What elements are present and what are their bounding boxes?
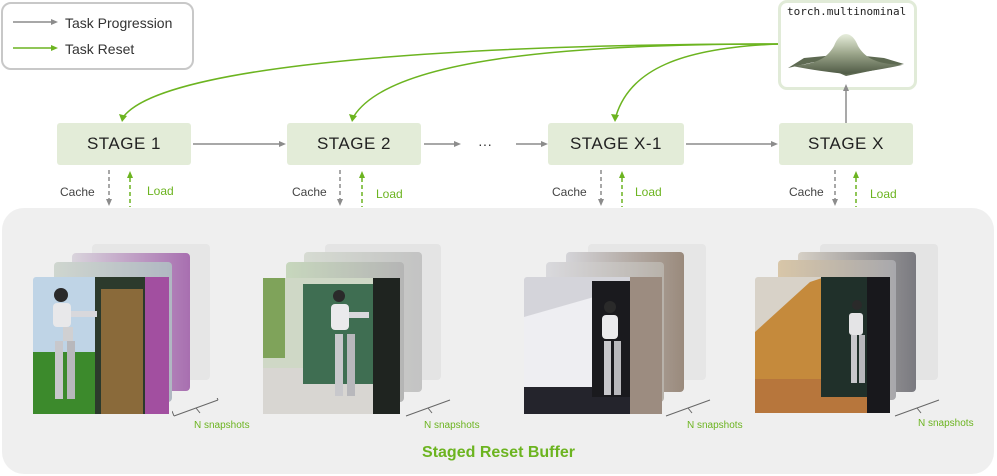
stage-2-node: STAGE 2 <box>287 123 421 165</box>
snapshot-bracket-1 <box>172 398 219 417</box>
stage-x-node: STAGE X <box>779 123 913 165</box>
cache-label-2: Cache <box>292 185 327 199</box>
robot-door-image-stage-2 <box>263 278 400 414</box>
buffer-title: Staged Reset Buffer <box>422 444 575 461</box>
load-label-4: Load <box>870 187 897 201</box>
legend-progression-label: Task Progression <box>65 15 173 31</box>
robot-door-image-stage-x <box>755 277 890 413</box>
robot-door-image-stage-1 <box>33 277 169 414</box>
stage-x-1-node: STAGE X-1 <box>548 123 684 165</box>
snapshot-bracket-4 <box>894 399 940 417</box>
legend-lines <box>13 19 58 51</box>
ellipsis: ··· <box>478 136 492 152</box>
snapshots-label-4: N snapshots <box>918 418 974 429</box>
snapshots-label-2: N snapshots <box>424 420 480 431</box>
load-label-1: Load <box>147 184 174 198</box>
distribution-title: torch.multinominal <box>787 5 907 18</box>
stage-1-node: STAGE 1 <box>57 123 191 165</box>
snapshots-label-1: N snapshots <box>194 420 250 431</box>
cache-label-3: Cache <box>552 185 587 199</box>
legend-reset-label: Task Reset <box>65 41 135 57</box>
snapshot-bracket-3 <box>665 399 711 417</box>
cache-label-1: Cache <box>60 185 95 199</box>
legend <box>1 2 194 70</box>
distribution-surface-icon <box>788 34 904 76</box>
snapshots-label-3: N snapshots <box>687 420 743 431</box>
cache-label-4: Cache <box>789 185 824 199</box>
snapshot-bracket-2 <box>405 399 451 417</box>
load-label-3: Load <box>635 185 662 199</box>
robot-door-image-stage-x-1 <box>524 277 662 414</box>
load-label-2: Load <box>376 187 403 201</box>
